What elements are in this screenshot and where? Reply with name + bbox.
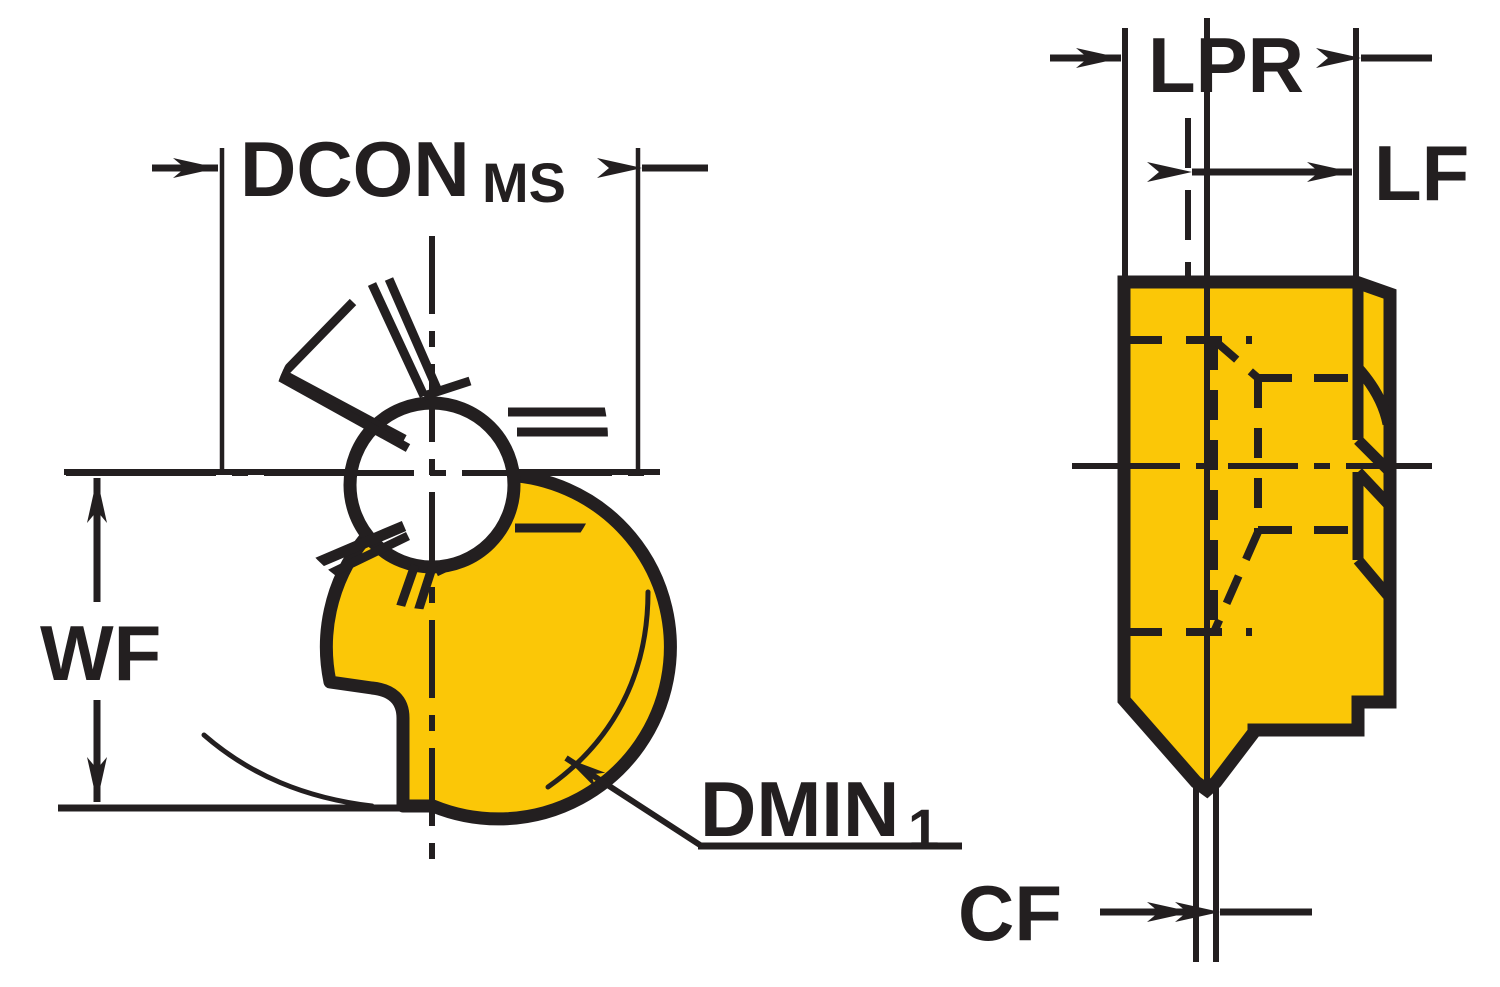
flute-line-lower-mid-a (367, 563, 420, 610)
cf-label: CF (958, 869, 1062, 957)
side-view-group: LPR LF (958, 18, 1469, 962)
dcon-subscript-label: MS (482, 151, 566, 214)
hidden-bore-group (1126, 336, 1356, 636)
lf-label: LF (1374, 129, 1469, 217)
flute-line-upper-left-b (276, 298, 357, 381)
front-view-group: DCON MS WF (40, 125, 962, 862)
flute-line-lower-mid-c (434, 551, 472, 577)
flute-line-lower-mid-b (387, 566, 437, 610)
flute-line-upper-mid-a (367, 282, 429, 398)
side-step-line-lower-b (1353, 556, 1395, 602)
dmin-leader-line (564, 755, 702, 848)
dmin-arc-inner (201, 732, 375, 809)
dmin-label: DMIN (700, 765, 899, 853)
dmin-subscript-label: 1 (908, 797, 939, 860)
lpr-label: LPR (1148, 21, 1304, 109)
hidden-bore-taper-top (1211, 336, 1261, 382)
hidden-bore-taper-bottom (1210, 530, 1262, 634)
flute-line-upper-left-inner-b (277, 373, 411, 452)
wf-label: WF (40, 609, 161, 697)
dcon-label: DCON (240, 125, 470, 213)
